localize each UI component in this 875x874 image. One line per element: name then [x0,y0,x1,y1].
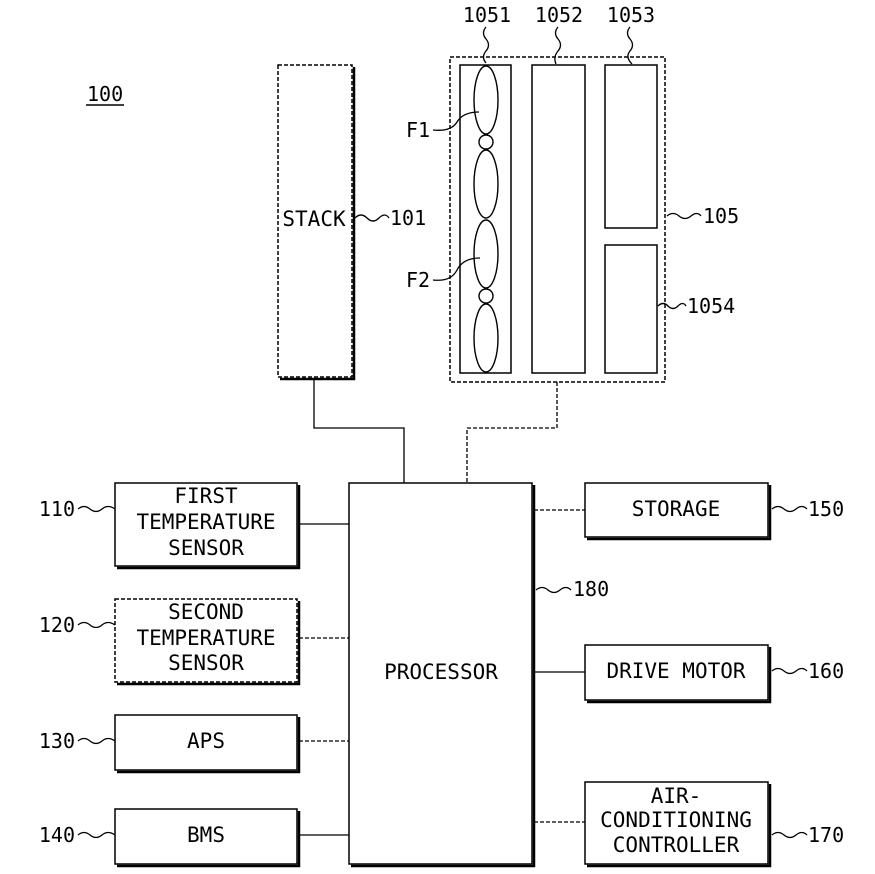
drive-motor-block: DRIVE MOTOR 160 [534,645,844,702]
part-1054-box [605,245,657,373]
figure-ref-label: 100 [87,82,123,106]
aps-label: APS [187,729,225,753]
part-1053: 1053 [605,3,657,228]
bms-block: BMS 140 [39,809,349,866]
processor-ref-leader [536,588,571,593]
first-temperature-sensor-line-2: TEMPERATURE [136,510,275,534]
air-conditioning-controller-block: AIR- CONDITIONING CONTROLLER 170 [534,782,844,866]
air-conditioning-controller-line-2: CONDITIONING [600,808,752,832]
second-temperature-sensor-block: SECOND TEMPERATURE SENSOR 120 [39,599,349,684]
air-conditioning-controller-line-3: CONTROLLER [613,833,740,857]
figure-reference: 100 [86,82,124,106]
processor-block: PROCESSOR 180 [349,483,609,866]
storage-ref: 150 [808,497,844,521]
second-temperature-sensor-line-2: TEMPERATURE [136,626,275,650]
fan-f1-label: F1 [406,118,430,142]
part-1054-ref: 1054 [687,294,735,318]
bms-ref: 140 [39,823,75,847]
first-temperature-sensor-ref: 110 [39,497,75,521]
stack-processor-wire [314,379,404,483]
cooling-module-ref: 105 [703,204,739,228]
stack-ref: 101 [390,206,426,230]
fan-unit-ref: 1051 [463,3,511,27]
storage-leader [772,507,807,512]
bms-label: BMS [187,823,225,847]
storage-block: STORAGE 150 [534,483,844,539]
second-temperature-sensor-ref: 120 [39,613,75,637]
cooling-processor-wire [467,382,557,483]
air-conditioning-controller-leader [772,833,807,838]
first-temperature-sensor-block: FIRST TEMPERATURE SENSOR 110 [39,483,349,568]
air-conditioning-controller-line-1: AIR- [651,784,702,808]
bms-leader [78,833,115,838]
fan-blade-lower-2 [474,304,498,372]
processor-ref: 180 [573,577,609,601]
second-temperature-sensor-line-3: SENSOR [168,651,244,675]
second-temperature-sensor-line-1: SECOND [168,600,244,624]
storage-label: STORAGE [632,497,721,521]
stack-ref-leader [355,215,389,221]
aps-ref: 130 [39,729,75,753]
fan-blade-lower-1 [474,220,498,288]
drive-motor-ref: 160 [808,659,844,683]
fan-hub-f1 [479,135,493,149]
part-1054: 1054 [605,245,735,373]
first-temperature-sensor-line-3: SENSOR [168,536,244,560]
part-1053-ref: 1053 [607,3,655,27]
processor-label: PROCESSOR [384,660,498,684]
aps-block: APS 130 [39,715,349,772]
fan-blade-upper-1 [474,66,498,134]
fan-hub-f2 [479,289,493,303]
fan-f2-label: F2 [406,268,430,292]
first-temperature-sensor-line-1: FIRST [174,484,238,508]
air-conditioning-controller-ref: 170 [808,823,844,847]
stack-label: STACK [282,207,346,231]
drive-motor-label: DRIVE MOTOR [606,659,745,683]
fan-blade-upper-2 [474,150,498,218]
part-1053-box [605,65,657,228]
first-temperature-sensor-leader [78,507,115,512]
part-1052-box [532,65,585,373]
cooling-module: 1051 F1 F2 1052 1053 1054 105 [406,3,739,382]
second-temperature-sensor-leader [78,623,115,628]
part-1052-ref: 1052 [535,3,583,27]
cooling-module-ref-leader [667,214,701,219]
drive-motor-leader [772,669,807,674]
aps-leader [78,739,115,744]
stack-block: STACK 101 [278,65,426,379]
